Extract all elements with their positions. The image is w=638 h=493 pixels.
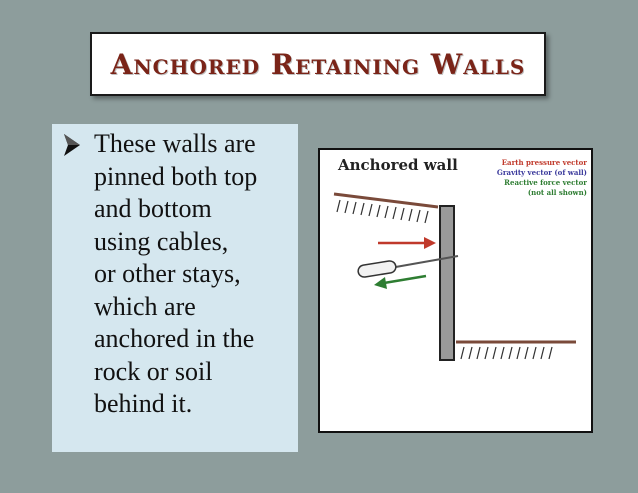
- legend-note: (not all shown): [527, 188, 587, 197]
- bullet-line: These walls are: [94, 129, 256, 158]
- lower-ground-hatching: [460, 346, 553, 360]
- legend-reactive: Reactive force vector: [504, 178, 587, 187]
- anchored-wall-diagram: [333, 192, 576, 361]
- bullet-panel: [52, 124, 298, 452]
- title-box: Anchored Retaining Walls: [90, 32, 546, 96]
- anchored-wall-figure: Anchored wall Earth pressure vector Grav…: [318, 148, 593, 433]
- figure-legend: Earth pressure vector Gravity vector (of…: [497, 158, 587, 198]
- arrow-bullet-icon: [64, 134, 80, 156]
- upper-ground-line: [333, 192, 439, 209]
- bullet-line: or other stays,: [94, 259, 241, 288]
- bullet-line: and bottom: [94, 194, 212, 223]
- legend-earth-pressure: Earth pressure vector: [501, 158, 587, 167]
- slide-title: Anchored Retaining Walls: [110, 47, 526, 81]
- anchor-body: [357, 260, 397, 278]
- bullet-line: rock or soil: [94, 356, 213, 386]
- bullet-line: anchored in the: [94, 324, 255, 353]
- retaining-wall: [439, 205, 455, 361]
- bullet-line: which are: [94, 291, 196, 321]
- figure-title: Anchored wall: [338, 156, 458, 174]
- earth-pressure-arrow: [378, 237, 436, 249]
- anchor-cable: [389, 255, 459, 269]
- legend-gravity: Gravity vector (of wall): [496, 168, 587, 177]
- bullet-text: These walls are pinned both top and bott…: [94, 128, 294, 421]
- bullet-line: behind it.: [94, 389, 193, 418]
- upper-ground-hatching: [336, 199, 429, 224]
- bullet-line: using cables,: [94, 226, 229, 256]
- bullet-line: pinned both top: [94, 161, 258, 191]
- reactive-force-arrow: [374, 274, 427, 289]
